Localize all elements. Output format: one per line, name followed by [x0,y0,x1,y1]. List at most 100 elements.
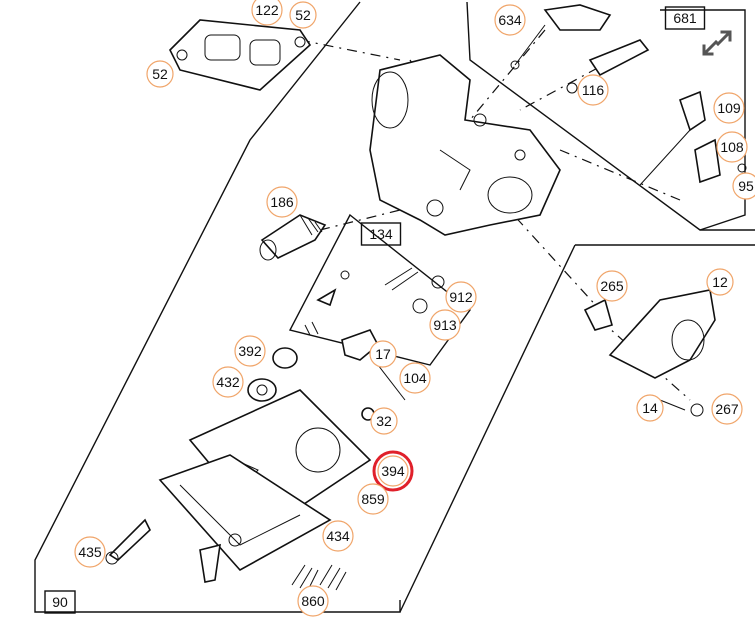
callouts: 122 52 52 634 681 116 109 108 95 186 134 912 913 265 1… [44,0,755,617]
callout-shape [370,407,398,435]
callout-shape [74,536,106,568]
callout-52b: 52 [146,60,174,88]
callout-913: 913 [429,309,461,341]
callout-label: 12 [712,274,728,290]
callout-394: 394 [372,450,414,492]
callout-shape [360,222,402,246]
callout-label: 108 [720,139,744,155]
callout-186: 186 [266,186,298,218]
callout-shape [44,590,76,614]
callout-435: 435 [74,536,106,568]
choke-assembly [583,289,716,417]
callout-32: 32 [370,407,398,435]
callout-265: 265 [596,270,628,302]
callout-label: 912 [449,289,473,305]
callout-label: 109 [717,100,741,116]
callout-label: 435 [78,544,102,560]
callout-267: 267 [711,393,743,425]
callout-label: 681 [673,10,697,26]
callout-label: 859 [361,491,385,507]
callout-label: 90 [52,594,68,610]
callout-label: 186 [270,194,294,210]
callout-label: 116 [582,82,605,98]
callout-95: 95 [732,172,755,200]
callout-shape [399,362,431,394]
expand-button[interactable] [700,28,734,58]
callout-shape [577,74,609,106]
small-parts [247,329,406,421]
callout-label: 134 [369,226,393,242]
callout-label: 392 [238,343,262,359]
linkage-parts [639,90,747,186]
gasket-top-left [169,19,312,91]
callout-label: 122 [255,2,279,18]
callout-label: 14 [642,400,658,416]
callout-label: 432 [216,374,240,390]
throttle-lever [510,4,612,70]
callout-label: 394 [381,463,405,479]
carburetor-body [369,54,561,236]
callout-134: 134 [360,222,402,246]
diaphragm-assembly [158,389,372,583]
callout-label: 104 [403,370,427,386]
callout-108: 108 [716,131,748,163]
callout-label: 913 [433,317,457,333]
callout-label: 95 [738,178,754,194]
callout-shape [429,309,461,341]
callout-label: 52 [152,66,168,82]
callout-12: 12 [706,268,734,296]
callout-432: 432 [212,366,244,398]
callout-label: 634 [498,12,522,28]
callout-shape [716,131,748,163]
callout-109: 109 [713,92,745,124]
callout-shape [713,92,745,124]
repair-kit-box [288,213,471,366]
callout-shape [369,340,397,368]
callout-17: 17 [369,340,397,368]
callout-434: 434 [322,520,354,552]
callout-shape [706,268,734,296]
screws-springs [105,518,347,591]
callout-label: 52 [295,7,311,23]
frame-lines [34,1,755,613]
expand-arrows-icon [702,30,732,56]
callout-859: 859 [357,483,389,515]
callout-label: 267 [715,401,739,417]
callout-shape [266,186,298,218]
callout-label: 860 [301,593,325,609]
callout-52a: 52 [289,1,317,29]
needle-valve [566,39,650,94]
callout-912: 912 [445,281,477,313]
callout-122: 122 [251,0,283,26]
callout-860: 860 [297,585,329,617]
callout-shape [636,394,664,422]
callout-14: 14 [636,394,664,422]
callout-shape [711,393,743,425]
callout-90: 90 [44,590,76,614]
callout-shape [289,1,317,29]
callout-shape [297,585,329,617]
callout-shape [322,520,354,552]
callout-label: 434 [326,528,350,544]
fitting-186 [259,214,327,261]
callout-label: 32 [376,413,392,429]
callout-shape [357,483,389,515]
callout-104: 104 [399,362,431,394]
callout-label: 17 [375,346,391,362]
callout-shape [596,270,628,302]
callout-shape [664,6,706,30]
callout-shape [445,281,477,313]
highlight-ring [372,450,414,492]
callout-392: 392 [234,335,266,367]
callout-634: 634 [494,4,526,36]
callout-681: 681 [664,6,706,30]
callout-label: 265 [600,278,624,294]
callout-116: 116 [577,74,609,106]
callout-shape [494,4,526,36]
callout-shape [146,60,174,88]
callout-shape [732,172,755,200]
callout-shape [212,366,244,398]
callout-shape [251,0,283,26]
callout-shape [234,335,266,367]
